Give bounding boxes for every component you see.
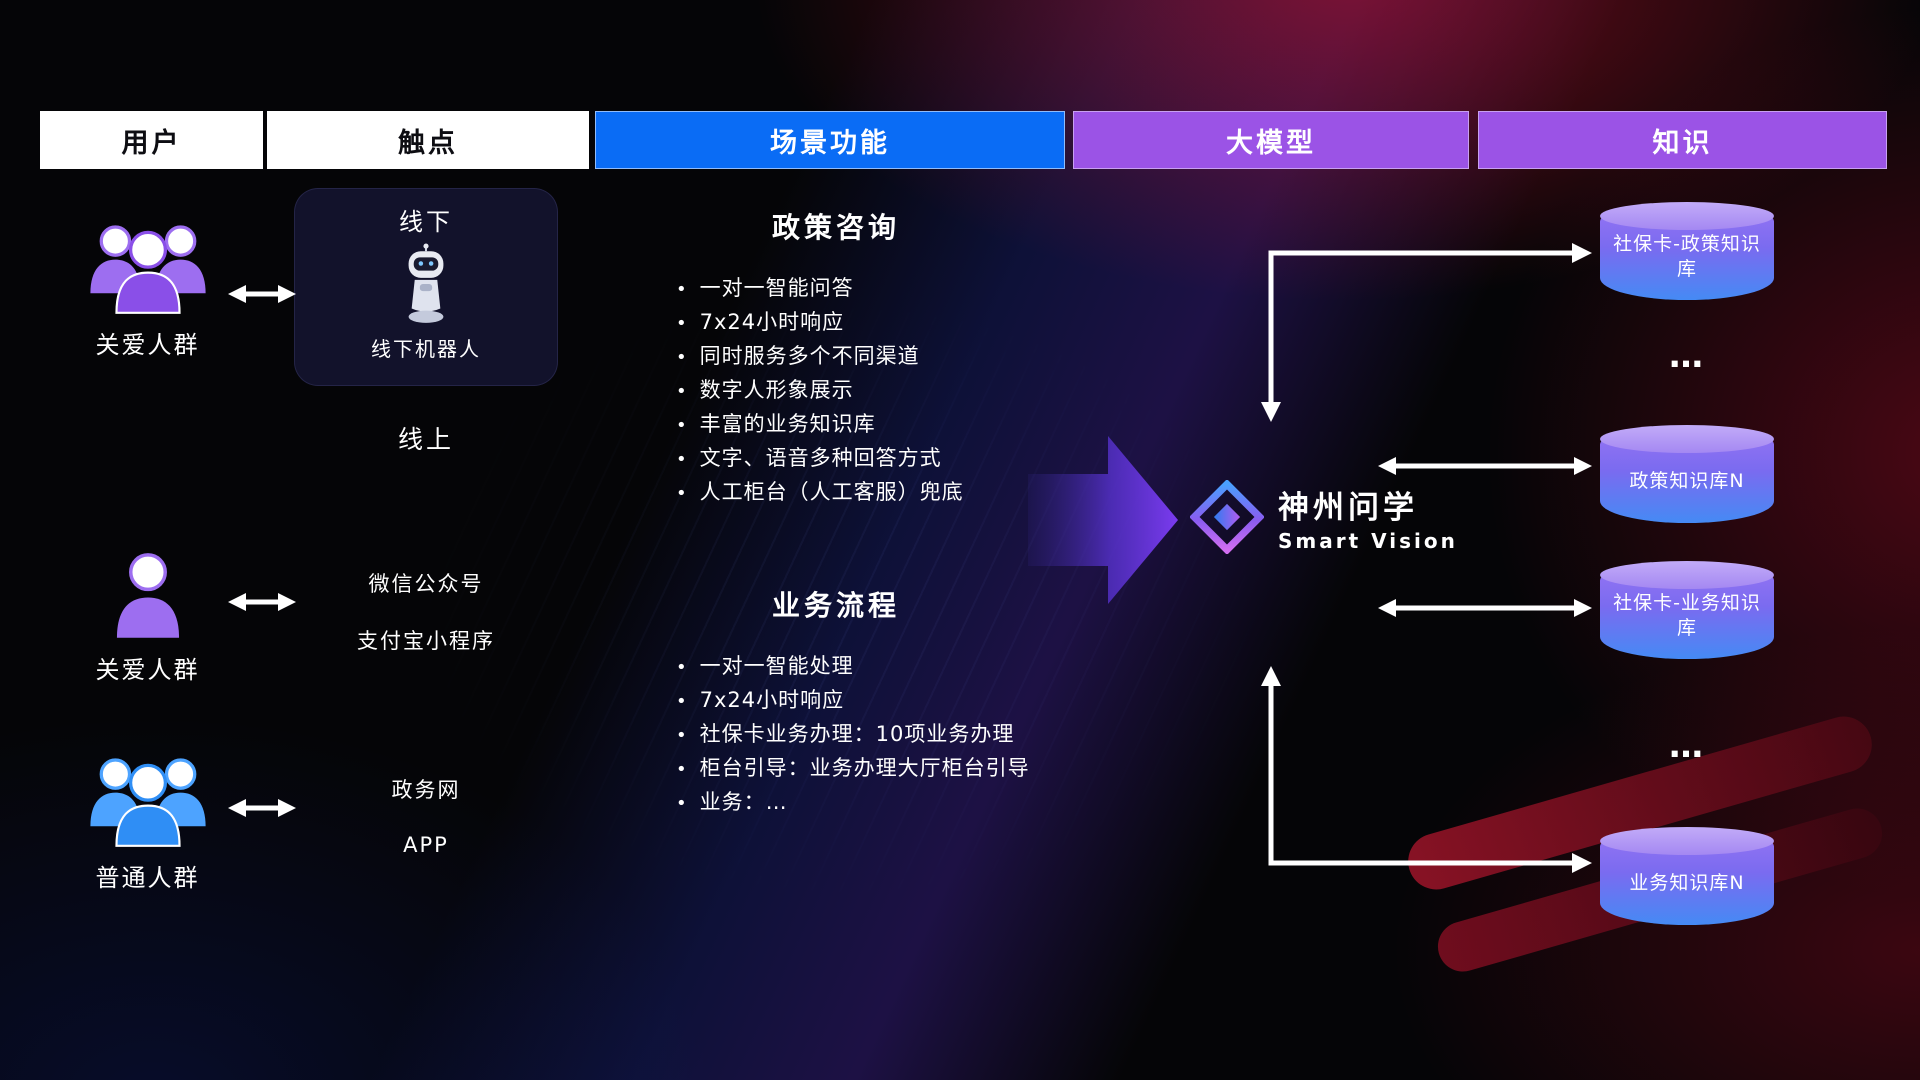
scenario-feature-list: 一对一智能处理 7x24小时响应 社保卡业务办理：10项业务办理 柜台引导：业务… — [676, 650, 1106, 820]
feature-item: 7x24小时响应 — [676, 306, 1106, 340]
flow-arrow-right-icon — [1028, 436, 1178, 604]
header-pill-users: 用户 — [40, 111, 263, 169]
channel-gov-web: 政务网 — [391, 778, 461, 802]
header-pill-scene-functions: 场景功能 — [595, 111, 1065, 169]
feature-item: 7x24小时响应 — [676, 684, 1106, 718]
cylinder-body — [1600, 575, 1774, 659]
feature-item: 一对一智能问答 — [676, 272, 1106, 306]
kb-label: 业务知识库N — [1629, 872, 1745, 894]
offline-title: 线下 — [399, 208, 453, 236]
model-logo-block: 神州问学 Smart Vision — [1190, 480, 1458, 554]
scenario-policy-consult: 政策咨询 一对一智能问答 7x24小时响应 同时服务多个不同渠道 数字人形象展示… — [676, 206, 1106, 510]
header-pill-large-model-label: 大模型 — [1226, 127, 1316, 159]
user-label: 关爱人群 — [95, 331, 200, 359]
smart-vision-logo-icon — [1190, 480, 1264, 554]
header-pill-knowledge: 知识 — [1478, 111, 1887, 169]
scenario-business-process: 业务流程 一对一智能处理 7x24小时响应 社保卡业务办理：10项业务办理 柜台… — [676, 584, 1106, 820]
cylinder-cap — [1600, 202, 1774, 230]
cylinder-cap — [1600, 827, 1774, 855]
scenario-feature-list: 一对一智能问答 7x24小时响应 同时服务多个不同渠道 数字人形象展示 丰富的业… — [676, 272, 1106, 510]
cylinder-body — [1600, 439, 1774, 523]
kb-cylinder-business-social-card: 社保卡-业务知识库 — [1600, 561, 1774, 659]
feature-item: 数字人形象展示 — [676, 374, 1106, 408]
feature-item: 柜台引导：业务办理大厅柜台引导 — [676, 752, 1106, 786]
channel-app: APP — [403, 833, 449, 857]
feature-item: 丰富的业务知识库 — [676, 408, 1106, 442]
cylinder-cap — [1600, 425, 1774, 453]
model-name: 神州问学 — [1278, 489, 1418, 526]
cylinder-body — [1600, 841, 1774, 925]
kb-ellipsis: … — [1669, 336, 1705, 376]
kb-label: 社保卡-政策知识库 — [1613, 233, 1761, 280]
kb-cylinder-policy-social-card: 社保卡-政策知识库 — [1600, 202, 1774, 300]
header-pill-touchpoints-label: 触点 — [398, 127, 458, 159]
kb-label: 政策知识库N — [1629, 470, 1745, 492]
user-group-general: 普通人群 — [40, 748, 255, 893]
user-label: 普通人群 — [95, 864, 200, 892]
header-pill-scene-functions-label: 场景功能 — [770, 127, 890, 159]
channel-alipay-miniprogram: 支付宝小程序 — [357, 629, 495, 653]
feature-item: 社保卡业务办理：10项业务办理 — [676, 718, 1106, 752]
user-group-care-2: 关爱人群 — [40, 548, 255, 685]
group-people-purple-icon — [89, 225, 206, 314]
header-pill-users-label: 用户 — [121, 127, 182, 159]
online-title: 线上 — [397, 425, 454, 454]
header-pill-touchpoints: 触点 — [267, 111, 589, 169]
scenario-title: 政策咨询 — [771, 211, 900, 244]
user-group-care-1: 关爱人群 — [40, 215, 255, 360]
header-pill-large-model: 大模型 — [1073, 111, 1469, 169]
feature-item: 文字、语音多种回答方式 — [676, 442, 1106, 476]
kb-ellipsis: … — [1669, 726, 1705, 766]
kb-label: 社保卡-业务知识库 — [1613, 592, 1761, 639]
offline-touchpoint-card: 线下 线下机器人 — [294, 188, 558, 386]
cylinder-body — [1600, 216, 1774, 300]
header-pill-knowledge-label: 知识 — [1652, 127, 1713, 159]
model-text: 神州问学 Smart Vision — [1278, 482, 1458, 553]
channel-wechat: 微信公众号 — [368, 572, 484, 596]
scenario-title: 业务流程 — [771, 589, 900, 622]
robot-icon — [408, 243, 444, 323]
feature-item: 人工柜台（人工客服）兜底 — [676, 476, 1106, 510]
cylinder-cap — [1600, 561, 1774, 589]
feature-item: 业务：… — [676, 786, 1106, 820]
feature-item: 一对一智能处理 — [676, 650, 1106, 684]
kb-cylinder-policy-n: 政策知识库N — [1600, 425, 1774, 523]
user-label: 关爱人群 — [95, 656, 200, 684]
offline-robot-label: 线下机器人 — [371, 337, 481, 361]
kb-cylinder-business-n: 业务知识库N — [1600, 827, 1774, 925]
model-subtitle: Smart Vision — [1278, 528, 1458, 553]
group-people-blue-icon — [89, 758, 206, 847]
feature-item: 同时服务多个不同渠道 — [676, 340, 1106, 374]
single-person-purple-icon — [116, 553, 179, 638]
